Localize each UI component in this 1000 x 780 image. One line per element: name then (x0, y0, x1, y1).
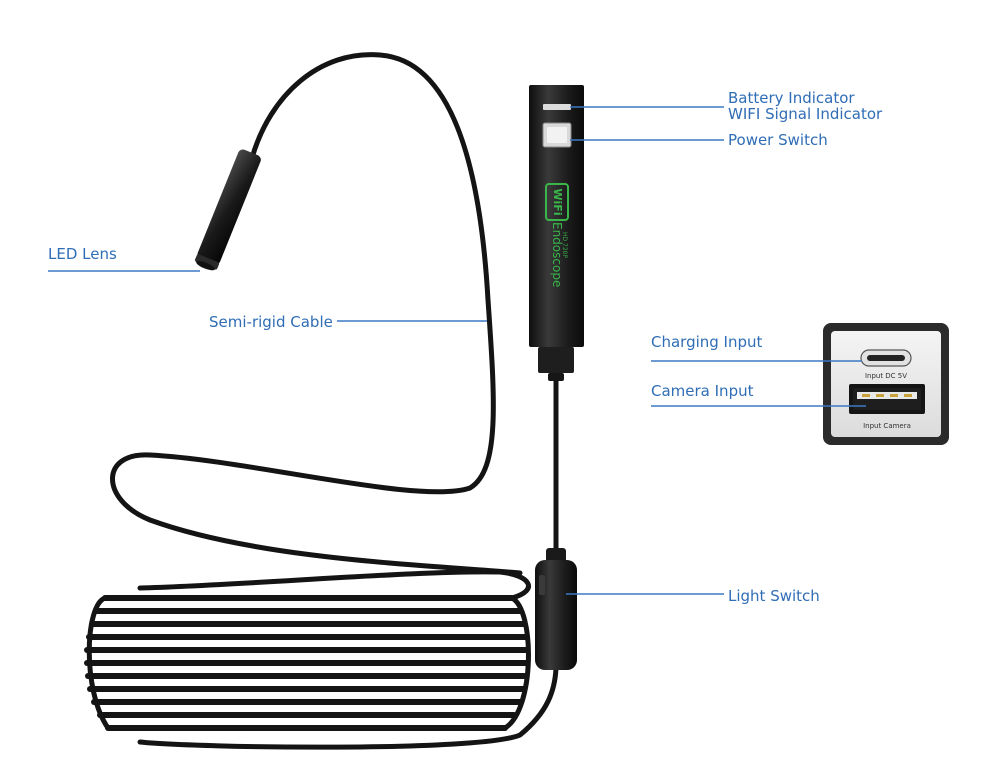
dc-input-label: Input DC 5V (865, 372, 907, 380)
light-switch-label: Light Switch (728, 587, 820, 605)
battery-indicator-slot (543, 104, 571, 110)
led-lens-probe (195, 149, 261, 271)
camera-input-port-label: Input Camera (863, 422, 911, 430)
leader-lines (48, 106, 866, 595)
light-switch-module (535, 548, 577, 670)
led-lens-label: LED Lens (48, 245, 117, 263)
battery-indicator-label: Battery Indicator (728, 89, 855, 107)
camera-input-label: Camera Input (651, 382, 754, 400)
coiled-cable (84, 569, 531, 731)
product-name-text: Endoscope (550, 222, 564, 287)
semi-rigid-cable-label: Semi-rigid Cable (209, 313, 333, 331)
wifi-badge-text: WiFi (551, 188, 564, 215)
model-text: HD 720P (561, 232, 568, 258)
ports-panel: Input DC 5V Input Camera (823, 323, 949, 445)
charging-input-label: Charging Input (651, 333, 763, 351)
power-switch-label: Power Switch (728, 131, 828, 149)
semi-rigid-cable (110, 52, 523, 576)
wifi-logo-icon (545, 183, 569, 221)
wifi-device-body: WiFi Endoscope HD 720P (529, 85, 584, 381)
device-cable-lower (137, 665, 559, 750)
wifi-signal-indicator-label: WIFI Signal Indicator (728, 105, 883, 123)
